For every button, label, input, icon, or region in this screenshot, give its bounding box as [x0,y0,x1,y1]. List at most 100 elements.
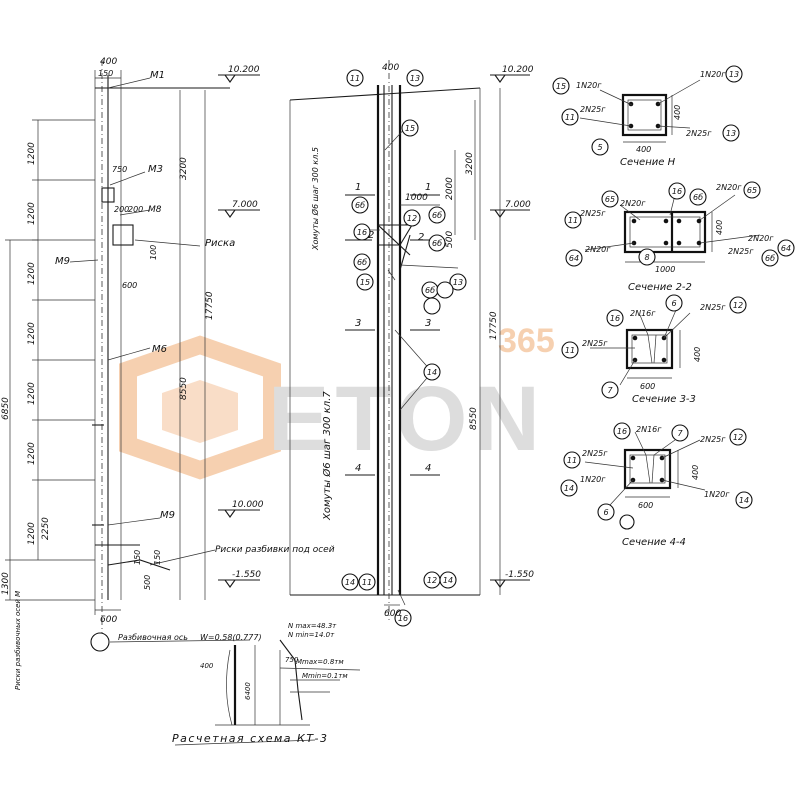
section-mark: 4 [355,463,361,474]
watermark-badge: 365 [498,322,555,360]
rebar-label: 2N20г [748,234,774,243]
circle-label: 6б [693,193,703,202]
left-column-elevation: 400 150 М1 М3 М8 М9 М6 М9 1200 1200 1200… [1,57,335,690]
circle-label: 14 [564,484,574,493]
rebar-label: 2N16г [630,309,656,318]
circle-label: 14 [345,578,355,587]
dim-label: 600 [638,501,653,510]
circle-label: 13 [410,74,420,83]
dim-label: 200 [128,205,143,214]
rebar-label: 1N20г [576,81,602,90]
section-mark: 1 [355,182,361,193]
note-label: Риска [205,238,235,249]
circle-label: 11 [362,578,372,587]
elevation-label: 7.000 [232,200,258,210]
dim-label: 750 [112,165,127,174]
dim-label: 1300 [1,572,11,595]
dim-label: 500 [445,231,455,248]
dim-label: 6850 [1,397,11,420]
rebar-label: 2N25г [582,339,608,348]
mark-label: М9 [160,510,175,521]
dim-label: 3200 [465,152,475,175]
watermark: ETON 365 [119,322,555,480]
circle-label: 15 [405,124,415,133]
circle-label: 16 [610,314,620,323]
circle-label: 65 [747,186,757,195]
dim-label: 8550 [179,377,189,400]
circle-label: 14 [739,496,749,505]
rebar-label: 1N20г [580,475,606,484]
section-title: Сечение 3-3 [632,394,696,405]
circle-label: 16 [672,187,682,196]
circle-label: 11 [565,113,575,122]
rebar-label: 2N20г [620,199,646,208]
dim-label: 150 [153,550,162,565]
circle-label: 11 [350,74,360,83]
circle-label: 11 [567,456,577,465]
stirrup-note: Хомуты Ø6 шаг 300 кл.7 [321,391,333,521]
circle-label: 11 [568,216,578,225]
dim-label: 2250 [41,517,51,540]
circle-label: 15 [360,278,370,287]
mark-label: М1 [150,70,165,81]
circle-label: 7 [677,429,683,438]
circle-label: 8 [644,253,649,262]
rebar-label: 2N20г [585,245,611,254]
dim-label: 1000 [655,265,675,274]
scheme-label: 6400 [244,682,252,700]
calculation-scheme: N max=48.3т N min=14.0т Мmax=0.8тм Mmin=… [172,622,361,746]
circle-label: 7 [607,386,613,395]
circle-label: 12 [733,433,743,442]
scheme-label: Мmax=0.8тм [296,658,344,666]
rebar-label: 2N25г [580,105,606,114]
axis-circle [90,632,110,652]
circle-label: 6б [432,211,442,220]
scheme-title: Расчетная схема КТ-3 [172,732,329,745]
watermark-logo-icon [119,335,281,480]
dim-label: 400 [382,63,399,73]
circle-label: 6б [425,286,435,295]
load-formula: W=0.58(0.777) [200,633,262,642]
circle-label: 16 [398,614,408,623]
section-mark: 1 [425,182,431,193]
middle-column-elevation: 11 13 15 6б 12 6б 16 6б 15 13 6б 6б 14 1… [289,60,534,627]
circle-label: 64 [569,254,579,263]
watermark-brand: ETON [268,368,546,470]
section-title: Сечение 4-4 [622,537,686,548]
circle-label: 16 [617,427,627,436]
circle-label: 65 [605,195,615,204]
rebar-label: 2N25г [728,247,754,256]
dim-label: 1200 [27,322,37,345]
dim-label: 400 [691,465,700,480]
dim-label: 200 [114,205,129,214]
dim-label: 1200 [27,262,37,285]
scheme-label: Mmin=0.1тм [302,672,348,680]
scheme-label: N max=48.3т [288,622,337,630]
mark-label: М8 [148,205,162,215]
mark-label: М3 [148,164,163,175]
position-circles [341,69,467,627]
rebar-label: 1N20г [704,490,730,499]
elevation-label: 10.000 [232,500,264,510]
rebar-label: 2N25г [580,209,606,218]
scheme-label: 400 [200,662,214,670]
bottom-dim: 600 [100,615,117,625]
section-mark: 2 [368,230,374,241]
circle-label: 6б [432,239,442,248]
mark-label: М6 [152,344,167,355]
section-title: Сечение Н [620,157,676,168]
rebar-label: 2N25г [700,303,726,312]
rebar-label: 2N25г [700,435,726,444]
circle-label: 6б [355,201,365,210]
section-mark: 3 [425,318,431,329]
dim-label: 3200 [179,157,189,180]
section-4-4: 16 7 12 11 14 6 14 2N16г 2N25г 1N20г 2N2… [560,422,753,548]
dim-label: 8550 [469,407,479,430]
dim-label: 400 [636,145,651,154]
circle-label: 16 [357,228,367,237]
dim-label: 500 [143,575,152,590]
axis-label: Разбивочная ось [118,633,188,642]
scheme-label: 750 [285,656,299,664]
circle-label: 12 [407,214,417,223]
